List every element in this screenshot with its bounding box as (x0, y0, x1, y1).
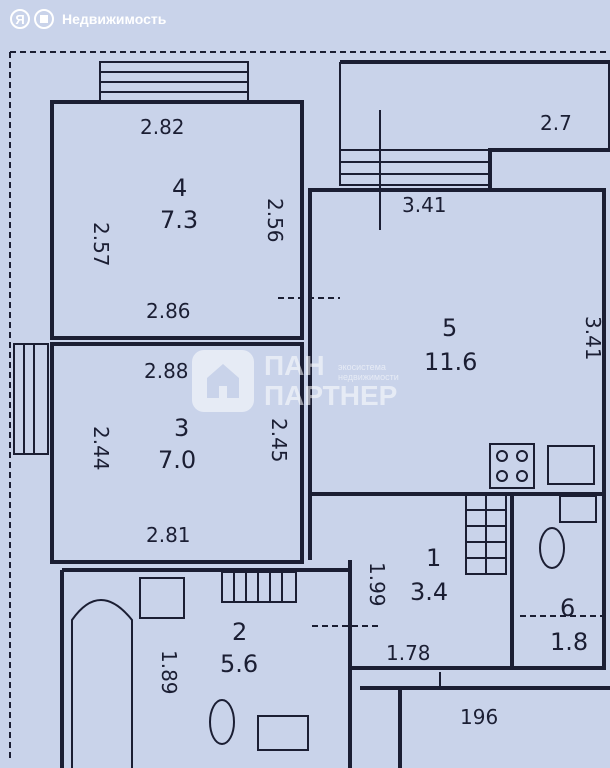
room-3-dim-right: 2.45 (267, 418, 291, 463)
watermark-line2: ПАРТНЕР (264, 380, 398, 411)
bathtub (71, 599, 133, 768)
window-balcony (339, 149, 491, 186)
room-2-area: 5.6 (220, 650, 258, 678)
room-4-dim-right: 2.56 (263, 198, 287, 243)
room-3-area: 7.0 (158, 446, 196, 474)
watermark-logo-icon (192, 350, 254, 412)
room-2-number: 2 (232, 618, 247, 646)
room-1-dim-bottom: 1.78 (386, 641, 431, 665)
watermark: ПАН экосистема недвижимости ПАРТНЕР (192, 350, 432, 420)
window-left (13, 343, 49, 455)
watermark-line1: ПАН (264, 350, 325, 381)
bath-sink (139, 577, 185, 619)
room-5-area: 11.6 (424, 348, 477, 376)
room-4-dim-left: 2.57 (89, 222, 113, 267)
room-3-dim-bottom: 2.81 (146, 523, 191, 547)
room-3-number: 3 (174, 414, 189, 442)
window-top-lines (100, 71, 248, 93)
toilet-bath (209, 699, 235, 745)
room-5-dim-right: 3.41 (581, 316, 605, 361)
room-5-dim-top: 3.41 (402, 193, 447, 217)
toilet-wc (539, 527, 565, 569)
room-5-walls (308, 188, 606, 496)
room-6-number: 6 (560, 594, 575, 622)
room-5-number: 5 (442, 314, 457, 342)
sink (547, 445, 595, 485)
watermark-tagline: экосистема недвижимости (338, 362, 399, 382)
room-4-dim-bottom: 2.86 (146, 299, 191, 323)
room-6-walls (510, 492, 606, 670)
room-4-area: 7.3 (160, 206, 198, 234)
room-3-dim-top: 2.88 (144, 359, 189, 383)
room-1-dim-left: 1.99 (365, 562, 389, 607)
room-2-walls (60, 568, 352, 768)
brand-name: Недвижимость (62, 11, 167, 27)
entry-dim: 196 (460, 705, 498, 729)
yandex-logo-icon: Я (10, 9, 30, 29)
room-4-number: 4 (172, 174, 187, 202)
room-4-dim-top: 2.82 (140, 115, 185, 139)
balcony-inner (339, 62, 490, 151)
stove (489, 443, 535, 489)
window-left-lines (23, 344, 35, 454)
brand-header[interactable]: Я Недвижимость (10, 8, 166, 30)
room-3-dim-left: 2.44 (89, 426, 113, 471)
balcony-dim: 2.7 (540, 111, 572, 135)
room-2-dim-left: 1.89 (157, 650, 181, 695)
room-6-area: 1.8 (550, 628, 588, 656)
realty-logo-icon (34, 9, 54, 29)
room-4-walls (50, 100, 304, 340)
wc-sink (559, 495, 597, 523)
room-1-area: 3.4 (410, 578, 448, 606)
room-1-number: 1 (426, 544, 441, 572)
entry-walls (360, 686, 610, 768)
room-3-walls (50, 342, 304, 564)
washer (257, 715, 309, 751)
